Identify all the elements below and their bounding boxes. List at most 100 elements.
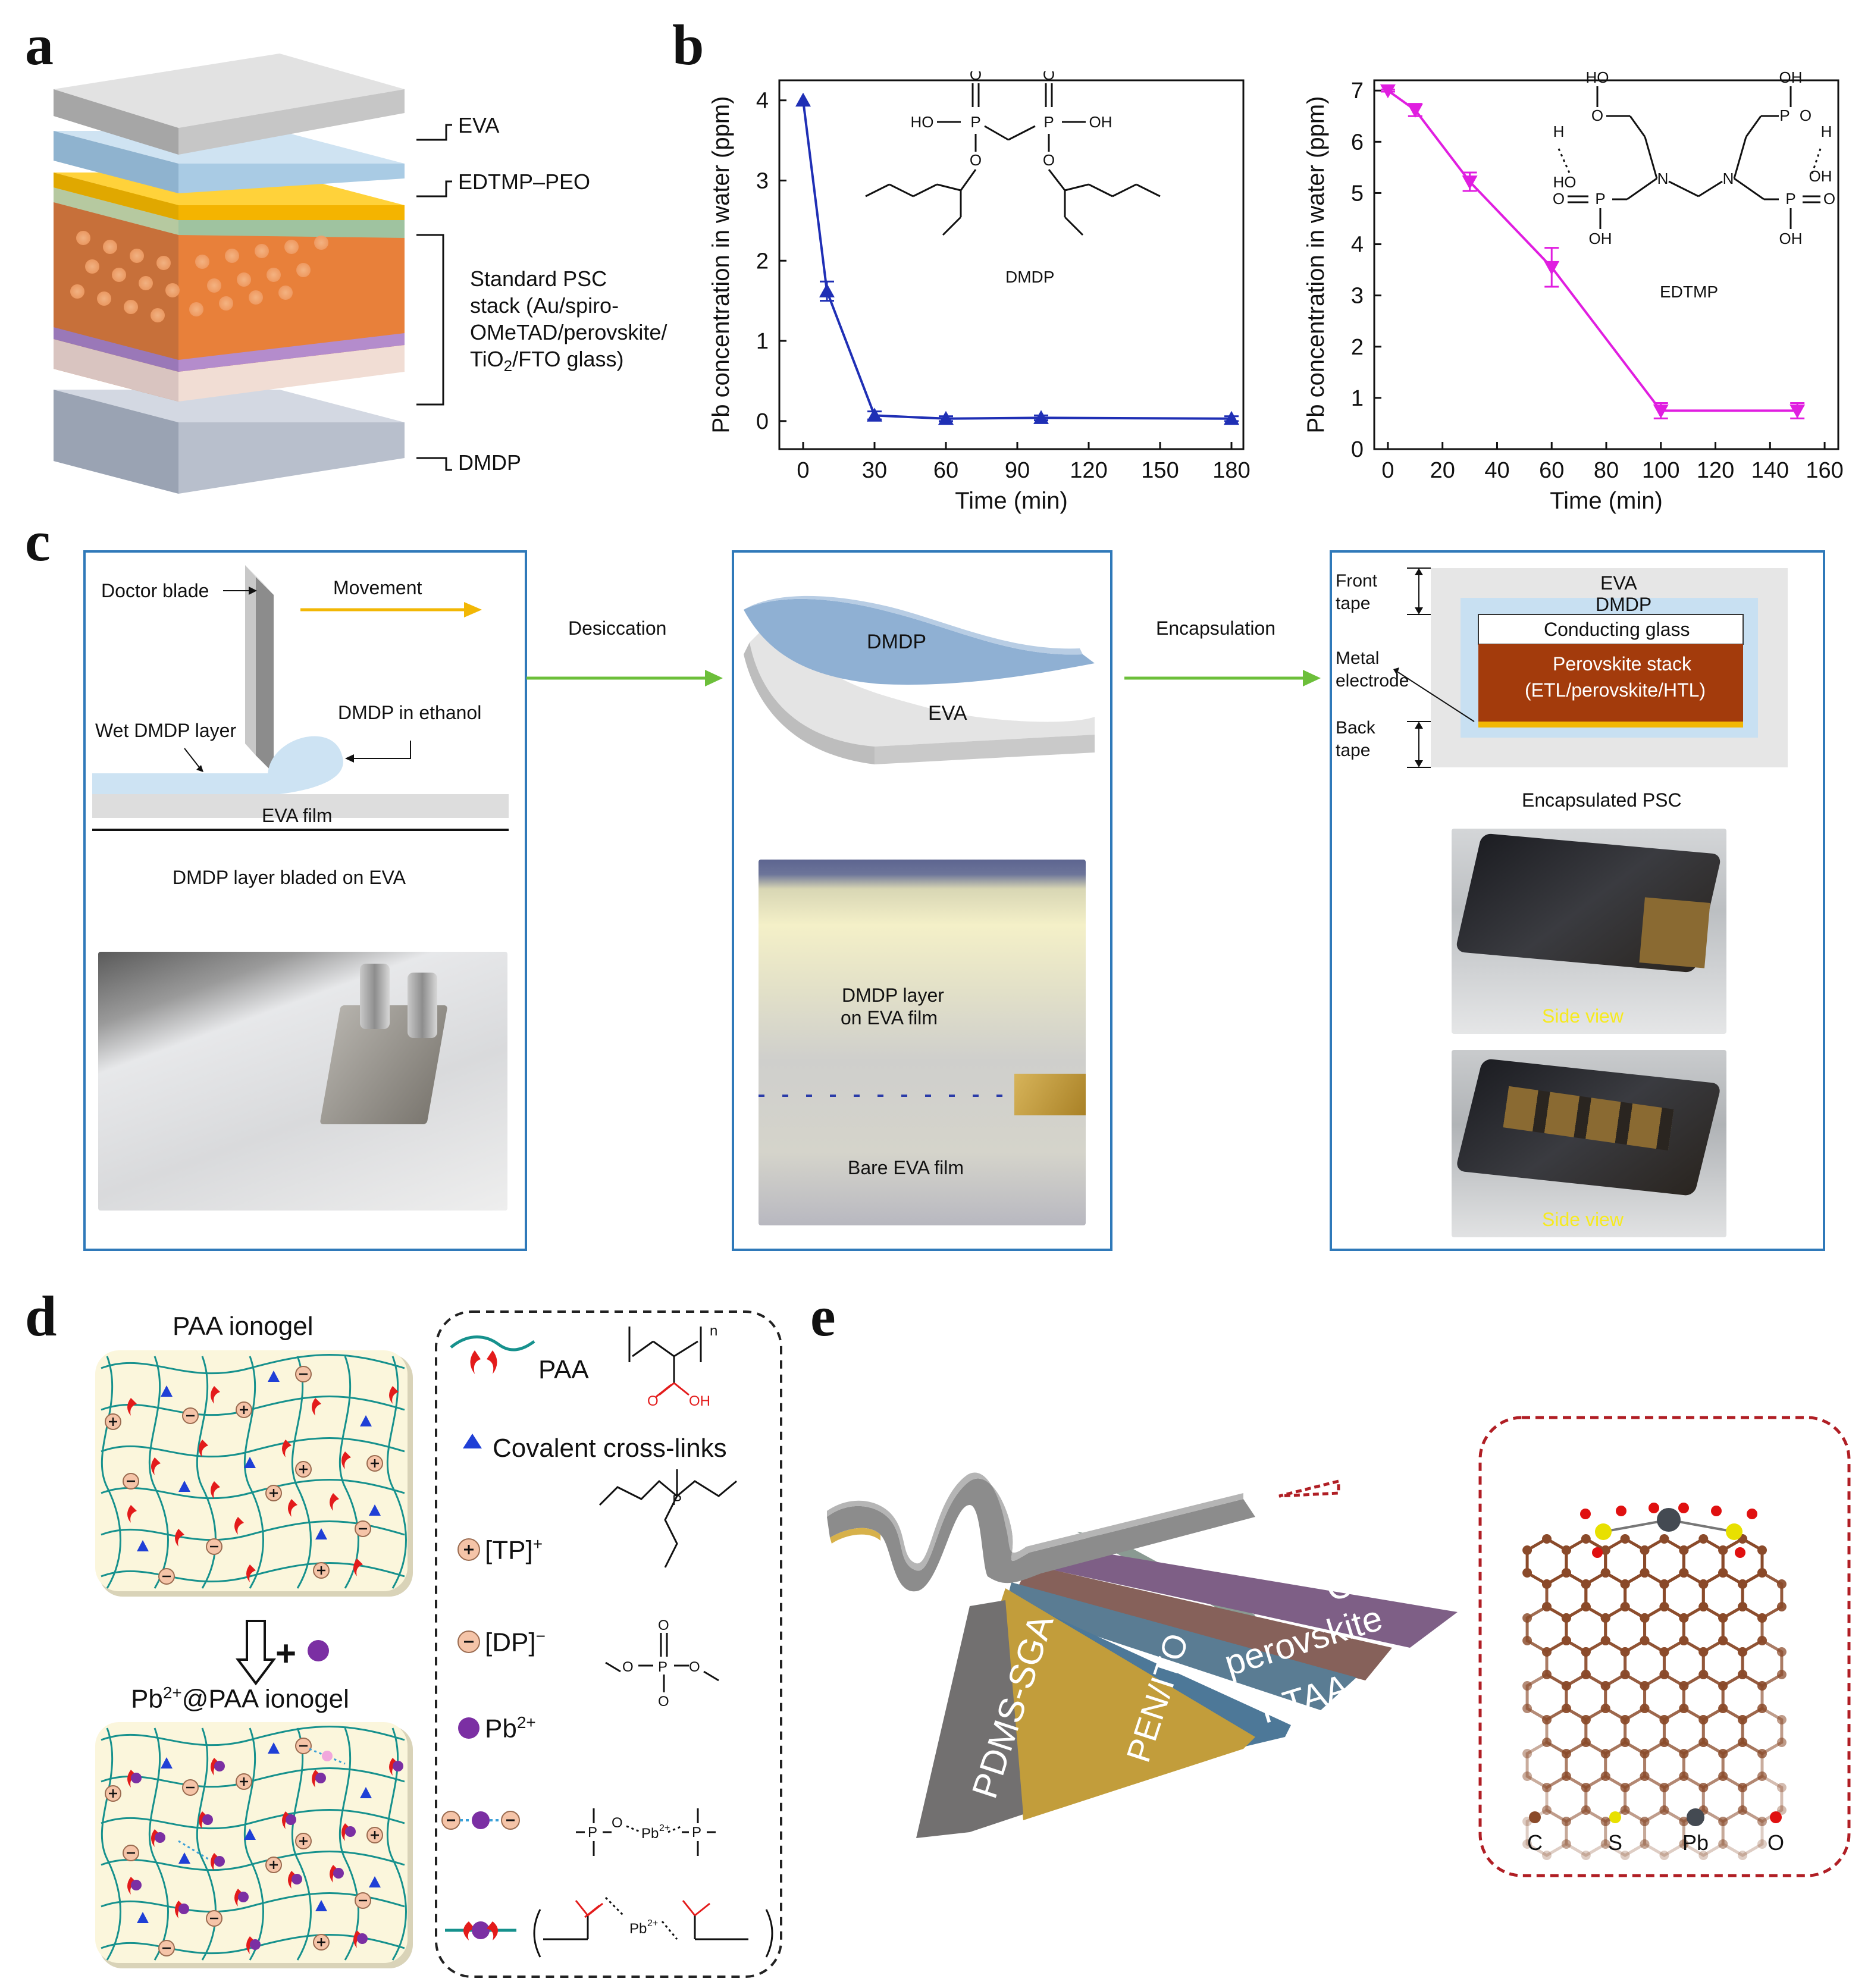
carbon-atom [1679,1636,1689,1645]
carbon-atom [1581,1670,1591,1679]
carbon-atom [1640,1545,1650,1555]
cross-link [268,1371,280,1382]
carbon-atom [1698,1738,1709,1747]
carbon-atom [1542,1805,1552,1815]
carbon-atom [1600,1636,1610,1645]
label-encap-eva: EVA [1600,572,1637,594]
data-point [1653,405,1669,419]
chem-n-subscript: n [710,1323,717,1339]
carbon-atom [1718,1817,1728,1826]
polymer-chain [243,1727,264,1961]
dmdp-layer [54,390,405,494]
x-tick-label: 60 [933,458,958,483]
carbon-atom [1581,1805,1591,1815]
carbon-atom [1718,1817,1728,1826]
legend-label-c: C [1527,1830,1543,1855]
y-tick-label: 4 [756,89,769,114]
carbon-atom [1659,1783,1669,1792]
legend-pb: Pb2+ [485,1713,536,1744]
photo-doctor-blade [98,952,507,1211]
carbon-atom [1600,1817,1610,1826]
chem-p: P [970,113,980,131]
x-tick-label: 30 [862,458,887,483]
legend-label-o: O [1767,1830,1784,1855]
carbon-atom [1640,1749,1650,1758]
carbon-atom [1600,1749,1610,1758]
encapsulation-cross-section [1393,567,1788,768]
carbon-atom [1561,1636,1571,1645]
carbon-atom [1776,1647,1787,1657]
label-sheet-dmdp: DMDP [867,631,927,653]
data-point [1033,410,1049,424]
carbon-atom [1600,1771,1610,1781]
x-tick-label: 100 [1642,458,1679,483]
carbon-atom [1620,1715,1630,1724]
carbon-atom [1600,1749,1610,1758]
carbon-atom [1698,1738,1709,1747]
pb-ion [214,1856,225,1867]
chem-o: O [612,1815,623,1831]
label-psc-line4: TiO2/FTO glass) [470,347,624,375]
chem-o: O [970,71,982,83]
cross-link [360,1415,372,1426]
carbon-atom [1679,1839,1689,1849]
carbon-atom [1659,1715,1669,1724]
carbon-ring [1643,1808,1685,1857]
carboxyl-group [199,1440,208,1457]
data-point [938,410,954,425]
edtmp-molecule-label: EDTMP [1660,283,1718,301]
pb-ion [155,1832,165,1843]
carbon-atom [1718,1704,1728,1713]
carbon-atom [1640,1817,1650,1826]
carbon-atom [1542,1647,1552,1657]
carbon-atom [1581,1783,1591,1792]
chem-p: P [672,1492,682,1509]
carbon-atom [1620,1534,1630,1544]
carbon-atom [1659,1783,1669,1792]
carbon-atom [1757,1636,1767,1645]
carboxyl-group [288,1499,297,1517]
psc-bracket [416,234,444,406]
label-perovskite-stack: Perovskite stack [1553,653,1691,675]
x-tick-label: 80 [1594,458,1619,483]
label-metal-1: Metal [1336,648,1380,668]
zoom-frame [1478,1416,1851,1877]
chem-n: N [1657,170,1669,187]
polymer-chain [101,1851,405,1871]
polymer-chain [243,1356,264,1589]
pb-ion [202,1814,213,1825]
carbon-ring [1604,1741,1647,1789]
carbon-atom [1600,1568,1610,1578]
carbon-atom [1640,1771,1650,1781]
adsorbed-atom [1657,1508,1681,1532]
carbon-atom [1659,1851,1669,1860]
x-axis-label: Time (min) [955,488,1068,514]
x-tick-label: 160 [1806,458,1843,483]
paa-ionogel-diagram [95,1350,413,1597]
carboxyl-group [353,1559,363,1576]
carbon-ring [1741,1774,1784,1823]
carbon-atom [1757,1817,1767,1826]
carbon-atom [1581,1602,1591,1611]
pb-ion [178,1904,189,1914]
carbon-atom [1600,1839,1610,1849]
cross-link [315,1528,327,1539]
carbon-atom [1718,1749,1728,1758]
cross-link [161,1385,173,1397]
carbon-atom [1718,1749,1728,1758]
carbon-atom [1738,1647,1748,1657]
legend-crosslinks: Covalent cross-links [493,1434,727,1463]
carbon-ring [1624,1774,1666,1823]
carbon-atom [1757,1704,1767,1713]
label-front-2: tape [1336,594,1371,613]
carbon-atom [1620,1805,1630,1815]
carbon-atom [1757,1817,1767,1826]
carbon-atom [1581,1783,1591,1792]
carboxyl-group [282,1440,292,1457]
photo-side-view-1 [1452,829,1726,1034]
carboxyl-group [211,1386,220,1404]
carbon-atom [1698,1783,1709,1792]
chem-o: O [647,1393,659,1409]
label-back-2: tape [1336,741,1371,760]
carbon-atom [1757,1613,1767,1623]
